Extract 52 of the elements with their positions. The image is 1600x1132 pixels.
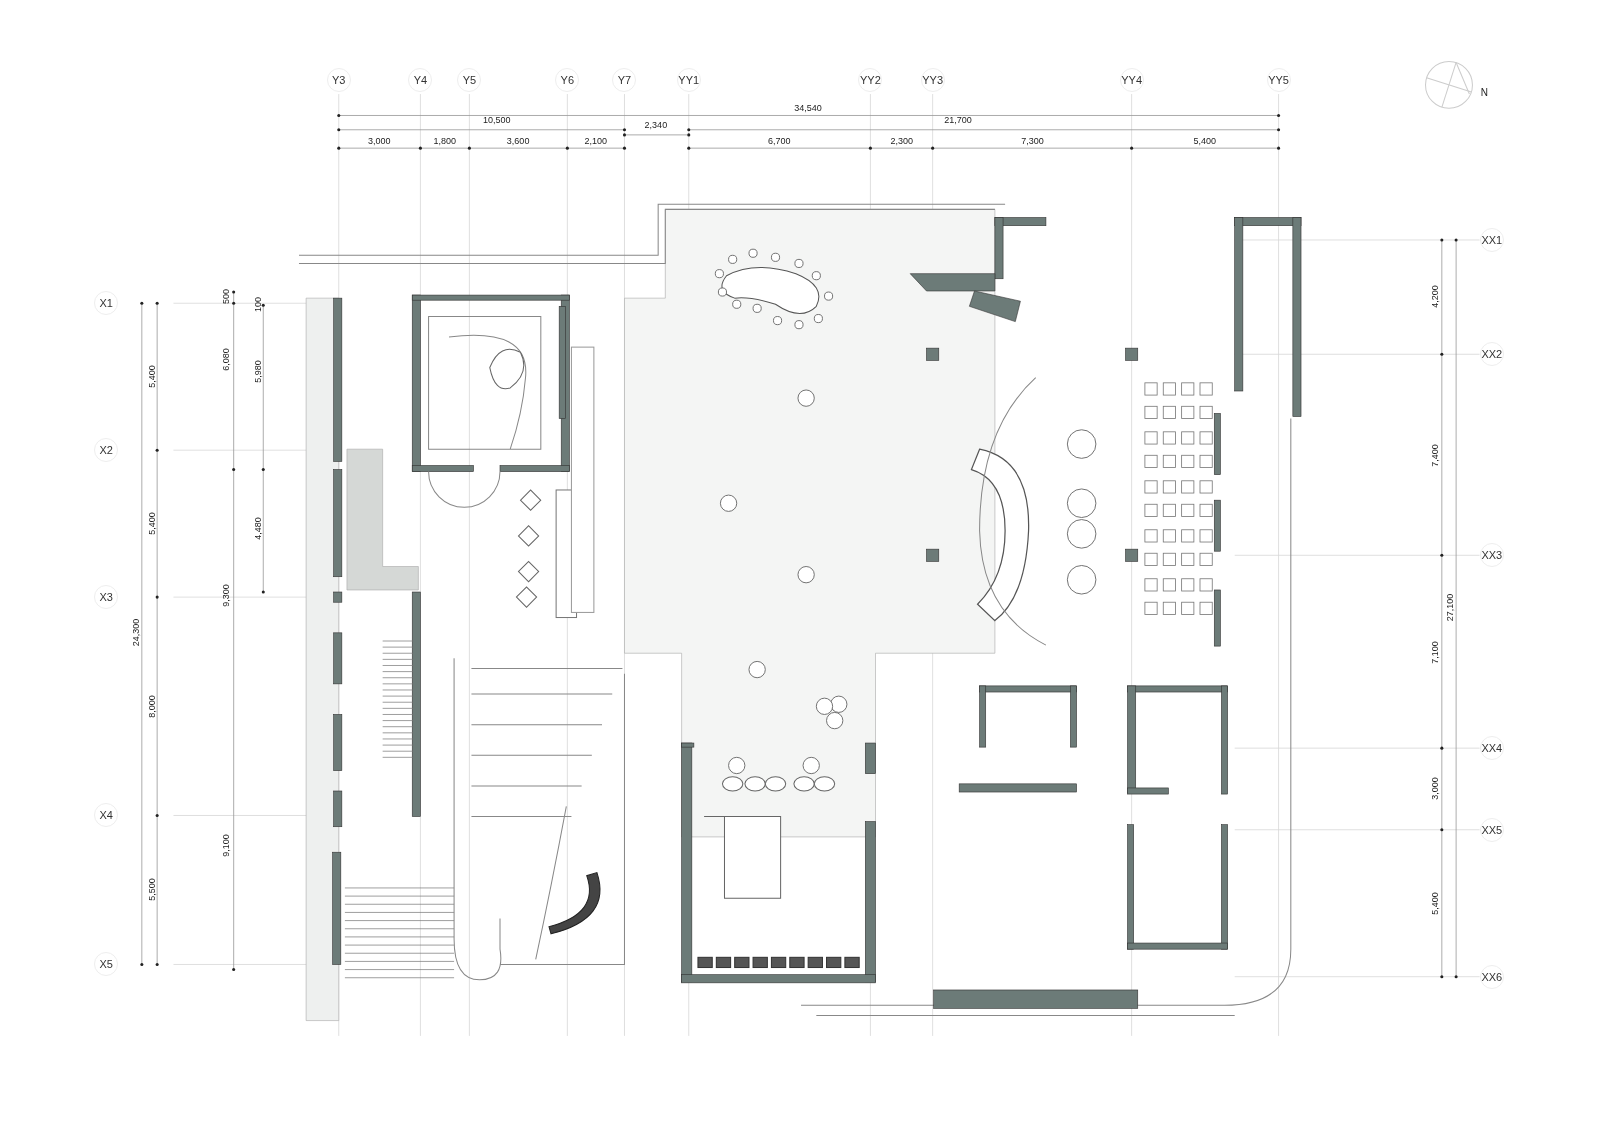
grid-label: X1 bbox=[94, 291, 119, 316]
dimension-text: 9,300 bbox=[221, 584, 231, 608]
grid-label: Y7 bbox=[612, 67, 637, 92]
dimension-text: 7,100 bbox=[1430, 640, 1440, 664]
dimension-text: 5,400 bbox=[1193, 137, 1217, 147]
grid-label: YY4 bbox=[1119, 67, 1144, 92]
dimension-text: 4,480 bbox=[253, 517, 263, 540]
dimension-text: 2,300 bbox=[890, 137, 914, 147]
dimension-text: 10,500 bbox=[482, 115, 511, 125]
grid-label: XX1 bbox=[1479, 227, 1504, 252]
grid-label: XX6 bbox=[1479, 964, 1504, 989]
grid-label: X2 bbox=[94, 438, 119, 462]
grid-label: X4 bbox=[94, 803, 119, 828]
dimension-text: 2,340 bbox=[644, 121, 668, 130]
dimension-text: 1,800 bbox=[433, 137, 456, 147]
dimension-text: 4,200 bbox=[1430, 285, 1440, 309]
grid-label: YY1 bbox=[676, 67, 701, 92]
grid-label: YY3 bbox=[920, 67, 945, 92]
dimension-text: 3,000 bbox=[368, 137, 391, 147]
dimension-text: 6,700 bbox=[768, 137, 791, 147]
dimension-text: 5,400 bbox=[147, 512, 157, 535]
dimension-text: 2,100 bbox=[584, 137, 607, 147]
grid-label: XX5 bbox=[1479, 817, 1504, 842]
grid-label: YY2 bbox=[858, 67, 883, 92]
grid-label: Y4 bbox=[408, 67, 433, 92]
dimension-text: 3,600 bbox=[506, 137, 530, 147]
dimension-text: 7,300 bbox=[1021, 137, 1044, 147]
dimension-text: 5,400 bbox=[1430, 891, 1440, 915]
north-label: N bbox=[1480, 87, 1488, 98]
dimension-text: 5,500 bbox=[147, 878, 157, 902]
grid-label: XX4 bbox=[1479, 735, 1504, 760]
grid-label: X3 bbox=[94, 584, 119, 609]
dimension-text: 3,000 bbox=[1430, 777, 1440, 801]
grid-label: Y6 bbox=[555, 67, 580, 92]
dimension-text: 24,300 bbox=[132, 618, 141, 647]
dimension-text: 500 bbox=[222, 289, 232, 305]
grid-label: YY5 bbox=[1266, 67, 1291, 92]
grid-label: X5 bbox=[94, 952, 119, 977]
dimension-text: 8,000 bbox=[147, 694, 157, 718]
dimension-text: 34,540 bbox=[794, 103, 822, 113]
grid-label: Y3 bbox=[326, 67, 351, 92]
dimension-text: 5,400 bbox=[147, 365, 157, 388]
grid-label: XX2 bbox=[1479, 342, 1504, 367]
dimension-text: 100 bbox=[253, 296, 263, 312]
dimension-text: 6,080 bbox=[221, 347, 231, 371]
dimension-text: 5,980 bbox=[253, 360, 263, 383]
grid-label: XX3 bbox=[1479, 543, 1504, 568]
dimension-text: 21,700 bbox=[944, 115, 972, 125]
dimension-text: 27,100 bbox=[1446, 593, 1456, 621]
dimension-text: 9,100 bbox=[221, 834, 231, 858]
dimension-text: 7,400 bbox=[1430, 443, 1440, 467]
grid-label: Y5 bbox=[457, 67, 482, 92]
